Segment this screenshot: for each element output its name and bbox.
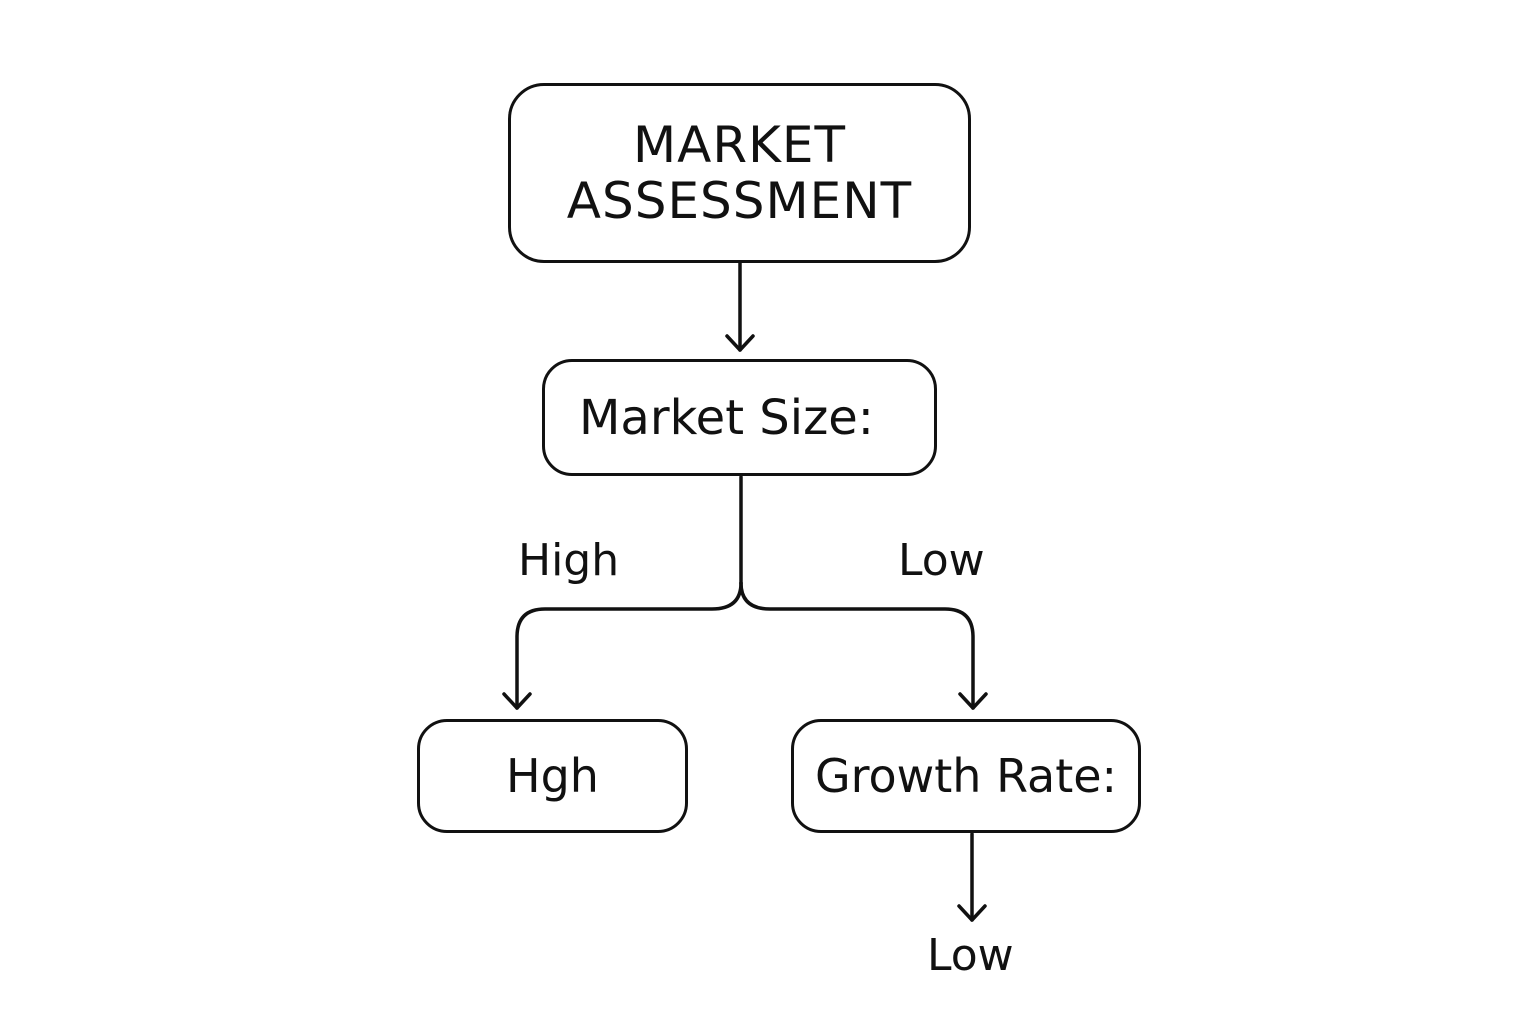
node-market-assessment: MARKET ASSESSMENT (508, 83, 971, 263)
arrowhead-low (958, 692, 988, 710)
connector-branch-high (515, 581, 743, 710)
edge-label-low: Low (898, 535, 985, 586)
node-growth-rate: Growth Rate: (791, 719, 1141, 833)
node-market-size: Market Size: (542, 359, 937, 476)
node-hgh-label: Hgh (506, 749, 599, 803)
node-market-assessment-label: MARKET ASSESSMENT (566, 116, 913, 230)
edge-label-growth-outcome: Low (927, 930, 1014, 981)
arrowhead-high (502, 692, 532, 710)
node-market-size-label: Market Size: (579, 389, 874, 446)
arrowhead-outcome (957, 904, 987, 922)
edge-label-high: High (518, 535, 620, 586)
connector-branch-low (739, 581, 975, 710)
arrowhead-size (725, 334, 755, 352)
node-growth-rate-label: Growth Rate: (814, 749, 1118, 803)
node-hgh: Hgh (417, 719, 688, 833)
